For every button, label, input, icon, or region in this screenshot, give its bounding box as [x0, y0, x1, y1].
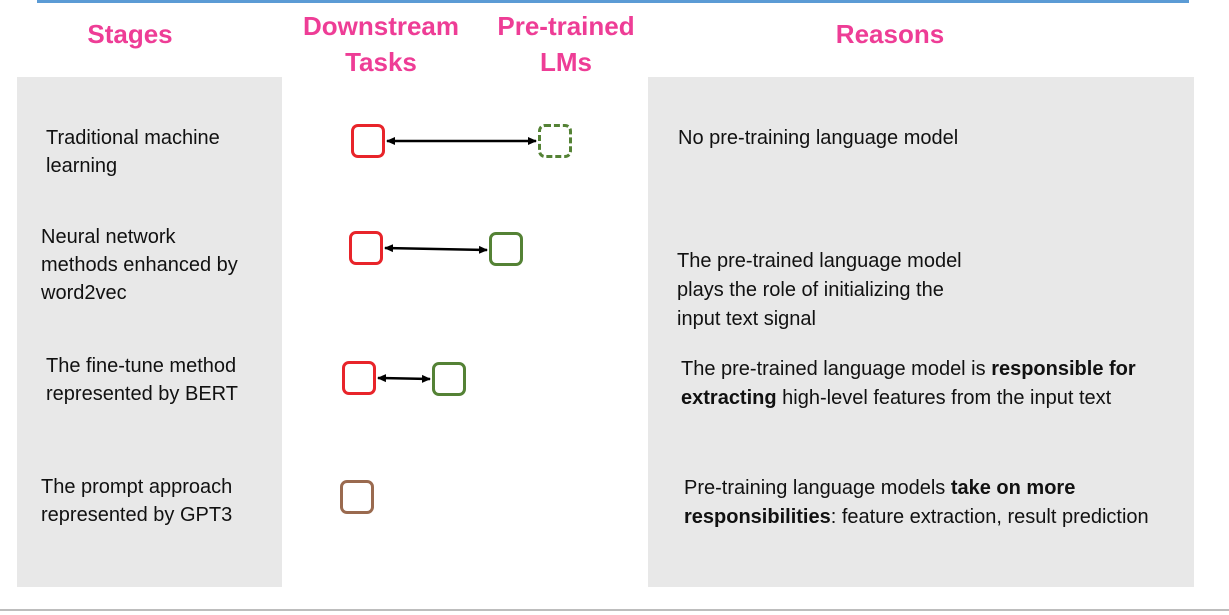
header-downstream-tasks: Downstream Tasks	[302, 11, 460, 77]
reason-text: The pre-trained language model plays the…	[677, 250, 962, 330]
reason-emphasis: responsible for extracting	[681, 358, 1136, 409]
downstream-task-box	[349, 231, 383, 265]
stages-panel	[17, 77, 282, 587]
merged-task-lm-box	[340, 480, 374, 514]
downstream-task-box	[342, 361, 376, 395]
header-stages: Stages	[87, 19, 173, 49]
pretrained-lm-box-dashed	[538, 124, 572, 158]
downstream-task-box	[351, 124, 385, 158]
header-pretrained-lms: Pre-trained LMs	[497, 11, 635, 77]
stage-traditional-ml: Traditional machine learning	[46, 127, 220, 177]
reason-bert: The pre-trained language model is respon…	[681, 355, 1181, 413]
reason-text: : feature extraction, result prediction	[830, 506, 1149, 528]
pretrained-lm-box	[432, 362, 466, 396]
reason-text: high-level features from the input text	[776, 387, 1112, 409]
reasons-panel	[648, 77, 1194, 587]
reason-gpt3: Pre-training language models take on mor…	[684, 474, 1184, 532]
double-arrow	[377, 374, 431, 383]
reason-text: No pre-training language model	[678, 127, 959, 149]
reason-traditional-ml: No pre-training language model	[678, 124, 1178, 153]
top-accent-line	[37, 0, 1189, 3]
stage-word2vec: Neural network methods enhanced by word2…	[41, 226, 238, 304]
stage-gpt3: The prompt approach represented by GPT3	[41, 476, 233, 526]
reason-text: Pre-training language models	[684, 477, 951, 499]
reason-text: The pre-trained language model is	[681, 358, 992, 380]
reason-word2vec: The pre-trained language model plays the…	[677, 218, 1177, 334]
double-arrow	[384, 244, 488, 254]
stage-bert: The fine-tune method represented by BERT	[46, 355, 238, 405]
header-reasons: Reasons	[835, 19, 945, 49]
bottom-divider	[0, 609, 1229, 611]
reason-emphasis: take on more responsibilities	[684, 477, 1076, 528]
pretrained-lm-box	[489, 232, 523, 266]
